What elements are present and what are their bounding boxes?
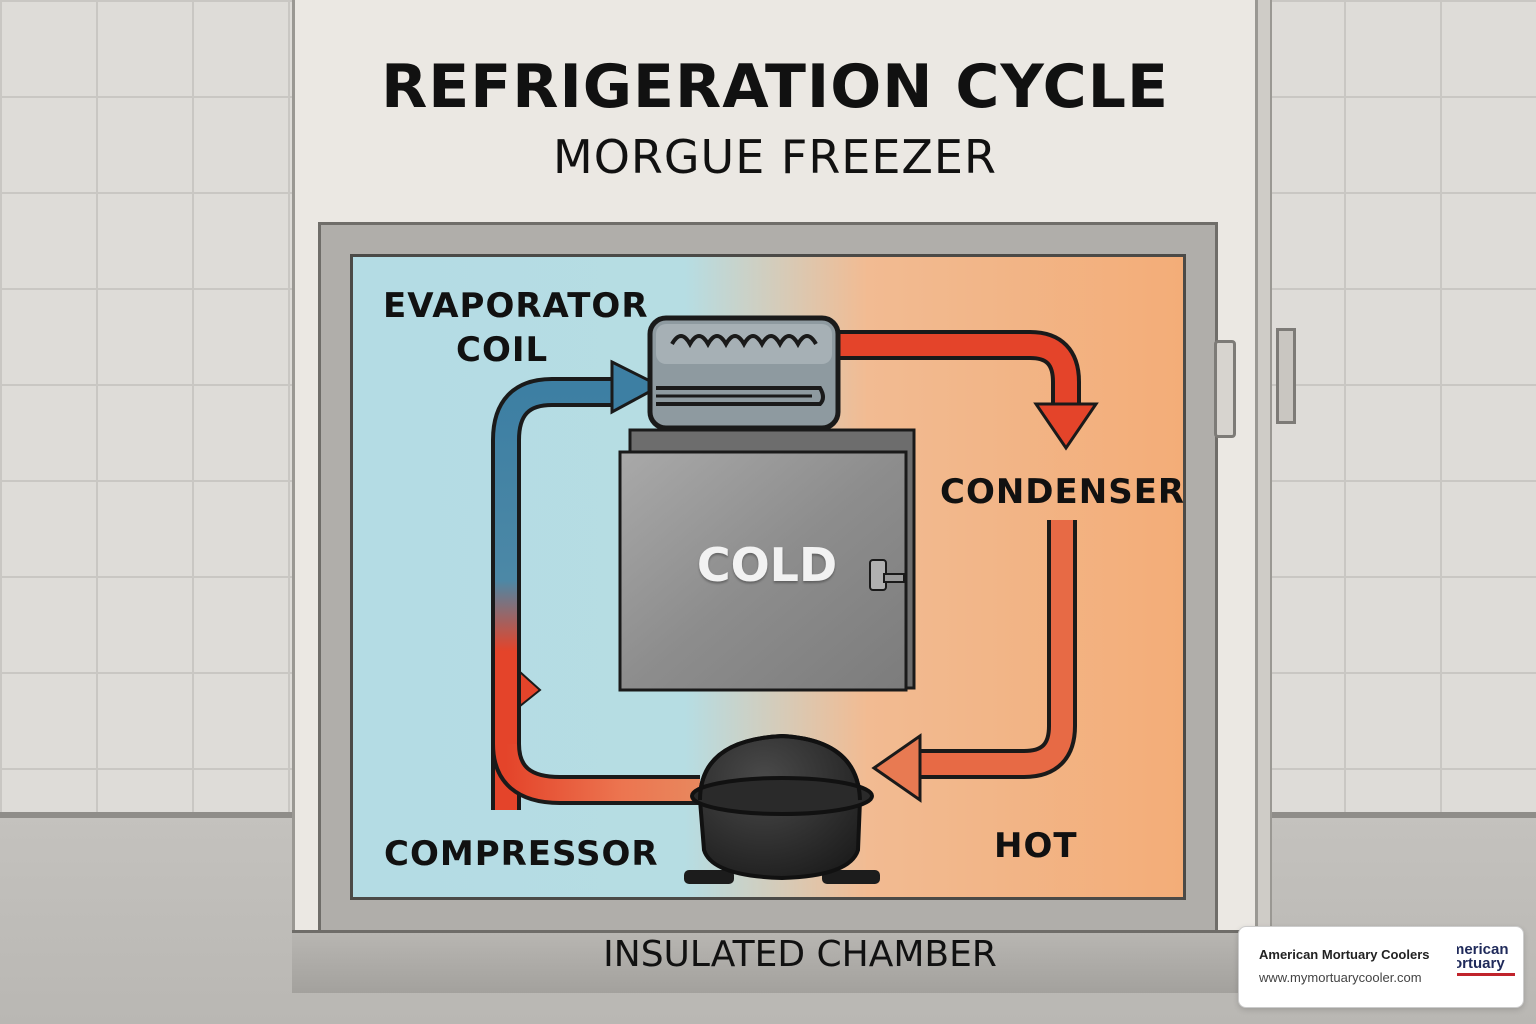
insulated-chamber-label: INSULATED CHAMBER [603, 934, 997, 975]
compressor-label: COMPRESSOR [384, 834, 659, 874]
door-handle-icon [1214, 340, 1236, 438]
left-pipe [491, 377, 620, 810]
logo-url: www.mymortuarycooler.com [1259, 970, 1422, 985]
condenser-label: CONDENSER [940, 472, 1186, 512]
logo-name: American Mortuary Coolers [1259, 947, 1430, 962]
cold-chamber-door-icon [618, 428, 916, 692]
diagram-title: REFRIGERATION CYCLE [381, 52, 1169, 122]
compressor-icon [684, 733, 880, 884]
diagram-subtitle: MORGUE FREEZER [553, 130, 997, 184]
flow-arrow-icon [610, 359, 664, 415]
chamber-base [292, 930, 1258, 993]
logo-card[interactable]: American Mortuary Coolers www.mymortuary… [1238, 926, 1524, 1008]
cold-label: COLD [696, 538, 838, 592]
flow-arrow-icon [871, 733, 922, 803]
evaporator-coil-icon [647, 315, 841, 431]
right-pipe [920, 520, 1077, 779]
flow-arrow-icon [1033, 402, 1099, 451]
evaporator-label: EVAPORATOR [383, 286, 649, 326]
evaporator-label-line2: COIL [456, 330, 549, 370]
side-latch-icon [1276, 328, 1296, 424]
brand-logo-icon: merican ortuary [1457, 941, 1515, 991]
hot-label: HOT [994, 826, 1078, 866]
